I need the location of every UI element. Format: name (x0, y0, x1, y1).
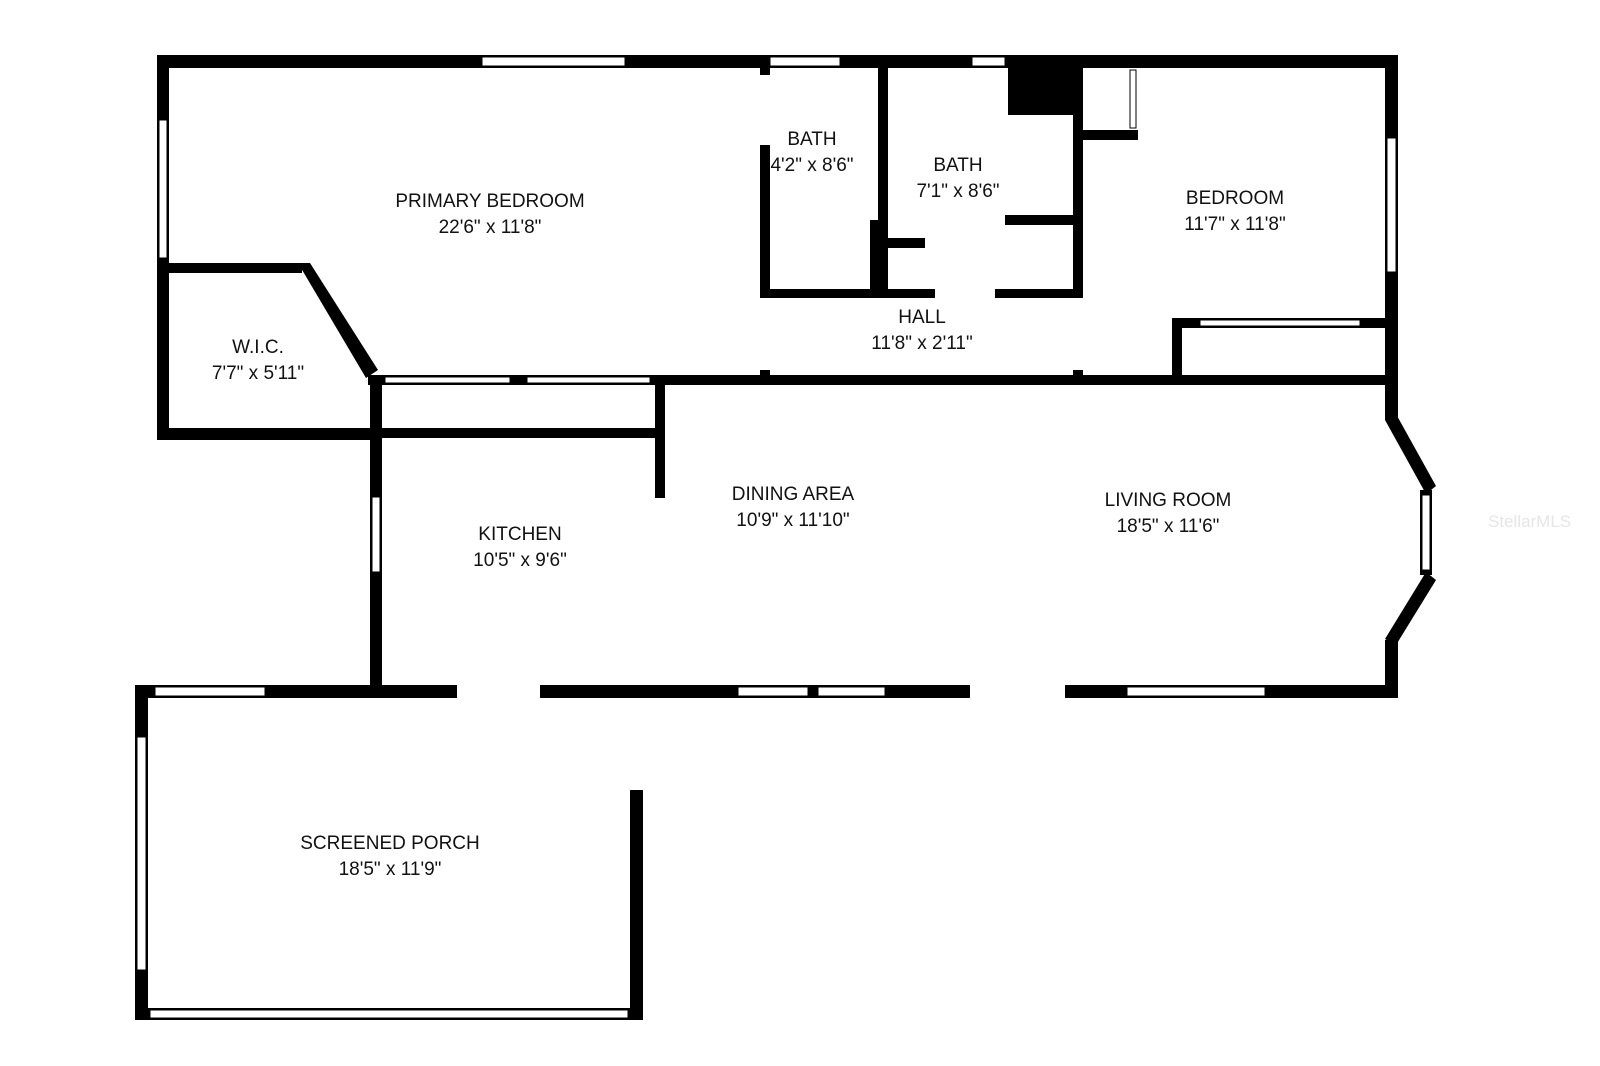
room-hall: HALL 11'8" x 2'11" (871, 305, 972, 357)
room-dims: 4'2" x 8'6" (770, 155, 854, 176)
room-kitchen: KITCHEN 10'5" x 9'6" (473, 522, 567, 574)
room-name: LIVING ROOM (1104, 490, 1232, 511)
room-dims: 11'7" x 11'8" (1184, 214, 1286, 235)
room-name: W.I.C. (232, 337, 284, 358)
windows (136, 56, 1431, 1019)
room-dims: 18'5" x 11'6" (1116, 516, 1220, 537)
room-bath-1: BATH 4'2" x 8'6" (770, 127, 853, 179)
room-name: BATH (933, 155, 983, 176)
room-bedroom: BEDROOM 11'7" x 11'8" (1184, 186, 1285, 238)
room-dims: 7'1" x 8'6" (916, 181, 1000, 202)
room-dims: 10'9" x 11'10" (736, 510, 850, 531)
room-bath-2: BATH 7'1" x 8'6" (916, 153, 999, 205)
room-living-room: LIVING ROOM 18'5" x 11'6" (1105, 488, 1232, 540)
room-wic: W.I.C. 7'7" x 5'11" (212, 335, 304, 387)
room-name: HALL (898, 307, 946, 328)
room-name: DINING AREA (731, 484, 855, 505)
room-dims: 18'5" x 11'9" (338, 859, 442, 880)
room-dining-area: DINING AREA 10'9" x 11'10" (732, 482, 854, 534)
watermark: StellarMLS (1488, 512, 1572, 531)
room-screened-porch: SCREENED PORCH 18'5" x 11'9" (300, 831, 479, 883)
room-name: PRIMARY BEDROOM (395, 191, 585, 212)
room-name: KITCHEN (478, 524, 562, 545)
room-dims: 7'7" x 5'11" (211, 363, 305, 384)
room-name: SCREENED PORCH (300, 833, 480, 854)
room-dims: 10'5" x 9'6" (473, 550, 567, 571)
room-dims: 22'6" x 11'8" (438, 217, 542, 238)
room-name: BEDROOM (1185, 188, 1285, 209)
room-primary-bedroom: PRIMARY BEDROOM 22'6" x 11'8" (395, 189, 584, 241)
room-name: BATH (787, 129, 837, 150)
room-dims: 11'8" x 2'11" (871, 333, 973, 354)
